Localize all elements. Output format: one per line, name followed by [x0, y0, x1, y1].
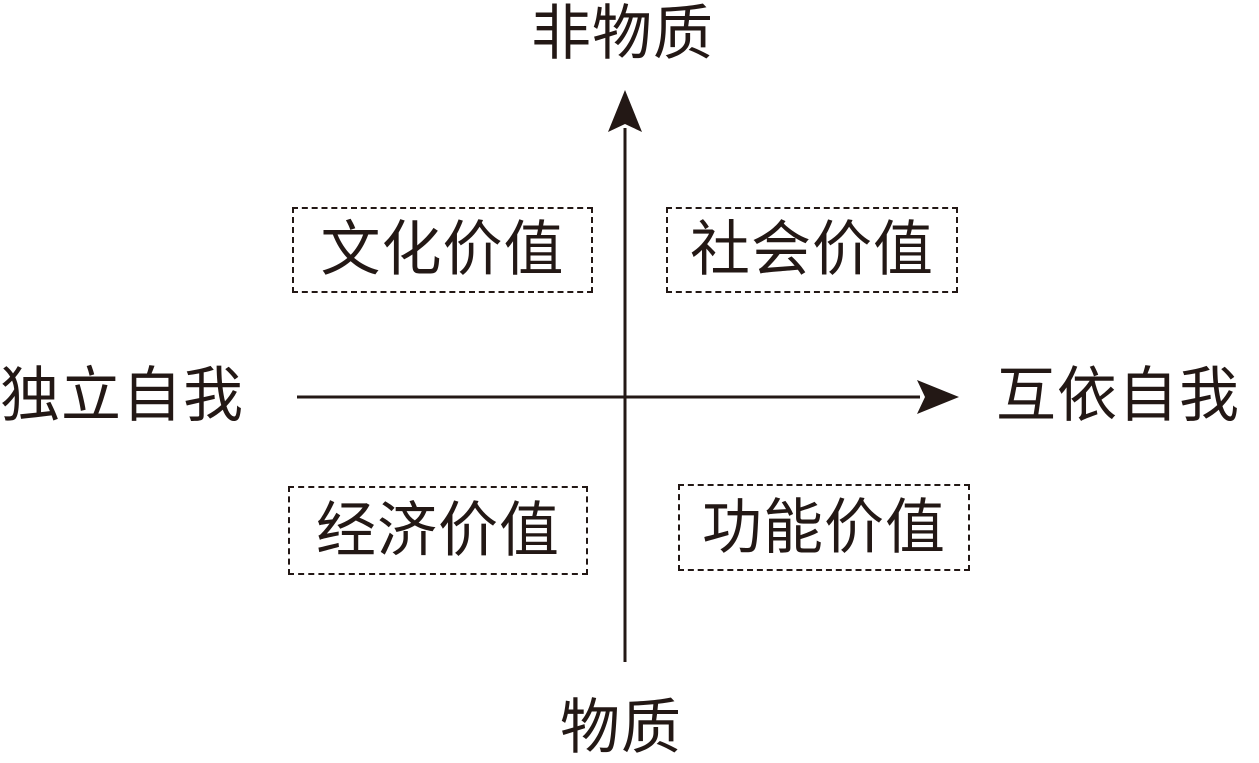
- quadrant-label-bottom-right: 功能价值: [702, 492, 946, 563]
- quadrant-box-bottom-right: 功能价值: [678, 484, 970, 571]
- axis-label-left: 独立自我: [0, 361, 244, 431]
- horizontal-axis-arrowhead: [917, 380, 959, 414]
- quadrant-label-top-left: 文化价值: [320, 215, 565, 285]
- quadrant-box-top-left: 文化价值: [292, 207, 593, 293]
- quadrant-box-top-right: 社会价值: [666, 207, 958, 293]
- quadrant-box-bottom-left: 经济价值: [288, 486, 588, 575]
- quadrant-label-top-right: 社会价值: [690, 215, 934, 285]
- vertical-axis-arrowhead: [608, 90, 642, 132]
- axis-label-top: 非物质: [531, 0, 714, 69]
- quadrant-label-bottom-left: 经济价值: [316, 495, 560, 566]
- axis-label-bottom: 物质: [560, 693, 682, 763]
- axis-label-right: 互依自我: [996, 361, 1240, 431]
